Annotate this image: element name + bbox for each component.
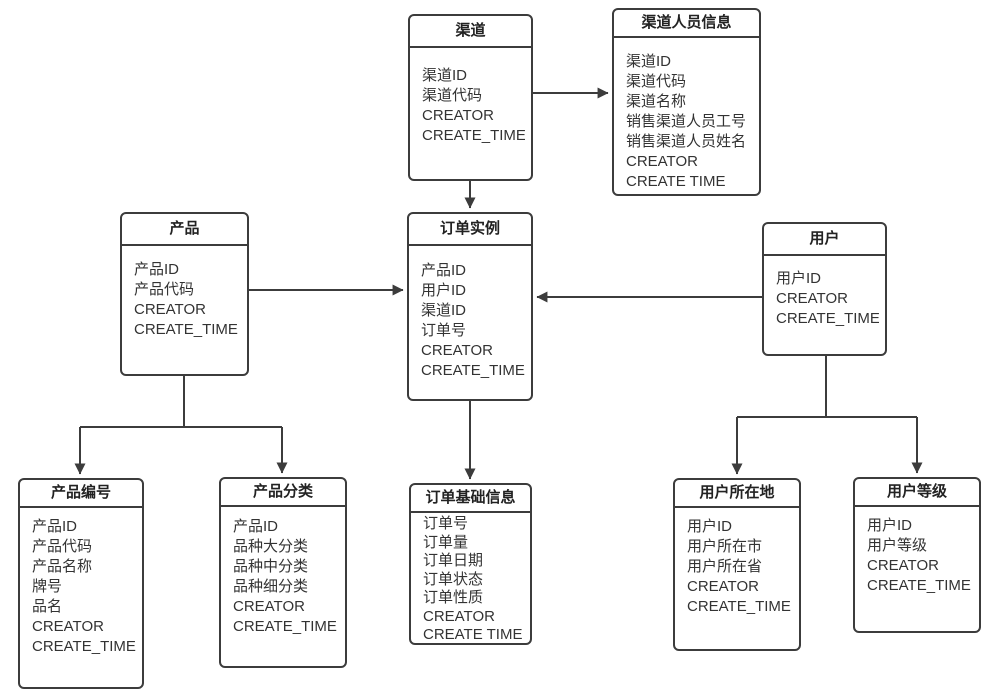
field-row: 产品ID xyxy=(32,518,78,535)
field-row: CREATOR xyxy=(867,557,939,574)
entity-order-basic-title: 订单基础信息 xyxy=(411,485,530,513)
field-row: 渠道代码 xyxy=(422,87,483,104)
field-row: 产品代码 xyxy=(32,538,93,555)
field-row: 订单状态 xyxy=(423,570,484,588)
field-row: CREATE_TIME xyxy=(867,577,971,594)
field-row: CREATE_TIME xyxy=(687,598,791,615)
field-row: CREATOR xyxy=(32,618,104,635)
entity-channel-staff-title: 渠道人员信息 xyxy=(614,10,759,38)
field-row: 品种中分类 xyxy=(233,558,309,575)
field-row: 订单日期 xyxy=(423,552,484,569)
field-row: 销售渠道人员姓名 xyxy=(626,133,747,150)
field-row: 用户等级 xyxy=(867,537,928,554)
field-row: 产品ID xyxy=(421,262,467,279)
entity-product-number[interactable]: 产品编号 产品ID 产品代码 产品名称 牌号 品名 CREATOR CREATE… xyxy=(18,478,144,689)
field-row: 品名 xyxy=(32,598,63,615)
field-row: CREATOR xyxy=(626,153,698,170)
entity-channel-staff[interactable]: 渠道人员信息 渠道ID 渠道代码 渠道名称 销售渠道人员工号 销售渠道人员姓名 … xyxy=(612,8,761,196)
field-row: 品种大分类 xyxy=(233,538,309,555)
entity-user-location-title: 用户所在地 xyxy=(675,480,799,508)
field-row: CREATOR xyxy=(134,301,206,318)
field-row: CREATOR xyxy=(233,598,305,615)
connector-product-branch-trunk xyxy=(80,376,282,428)
entity-user-title: 用户 xyxy=(764,224,885,256)
field-row: 用户ID xyxy=(867,517,913,534)
field-row: 订单性质 xyxy=(423,589,484,606)
field-row: CREATOR xyxy=(687,578,759,595)
field-row: 产品名称 xyxy=(32,558,93,575)
entity-user-level[interactable]: 用户等级 用户ID 用户等级 CREATOR CREATE_TIME xyxy=(853,477,981,633)
field-row: CREATE_TIME xyxy=(32,638,136,655)
field-row: 产品代码 xyxy=(134,281,195,298)
connector-user-branch-trunk xyxy=(737,356,917,418)
entity-channel-title: 渠道 xyxy=(410,16,531,48)
field-row: 渠道ID xyxy=(422,67,468,84)
entity-product-category[interactable]: 产品分类 产品ID 品种大分类 品种中分类 品种细分类 CREATOR CREA… xyxy=(219,477,347,668)
field-row: 渠道ID xyxy=(626,53,672,70)
entity-product[interactable]: 产品 产品ID 产品代码 CREATOR CREATE_TIME xyxy=(120,212,249,376)
entity-product-number-title: 产品编号 xyxy=(20,480,142,508)
field-row: CREATE_TIME xyxy=(776,310,879,327)
field-row: CREATE_TIME xyxy=(134,321,238,338)
field-row: 牌号 xyxy=(32,578,63,595)
field-row: 渠道名称 xyxy=(626,93,687,110)
field-row: CREATOR xyxy=(423,607,495,625)
field-row: 用户ID xyxy=(687,518,733,535)
field-row: 用户所在省 xyxy=(687,558,763,575)
entity-order-instance[interactable]: 订单实例 产品ID 用户ID 渠道ID 订单号 CREATOR CREATE_T… xyxy=(407,212,533,401)
field-row: CREATE TIME xyxy=(626,173,726,190)
field-row: 订单量 xyxy=(423,533,469,551)
entity-product-category-title: 产品分类 xyxy=(221,479,345,507)
field-row: 销售渠道人员工号 xyxy=(626,113,747,130)
entity-user-level-title: 用户等级 xyxy=(855,479,979,507)
field-row: CREATE_TIME xyxy=(233,618,337,635)
entity-user-location[interactable]: 用户所在地 用户ID 用户所在市 用户所在省 CREATOR CREATE_TI… xyxy=(673,478,801,651)
field-row: 订单号 xyxy=(423,515,469,532)
field-row: CREATE TIME xyxy=(423,626,523,643)
field-row: 用户ID xyxy=(776,270,822,287)
field-row: 品种细分类 xyxy=(233,578,309,595)
entity-order-basic[interactable]: 订单基础信息 订单号 订单量 订单日期 订单状态 订单性质 CREATOR CR… xyxy=(409,483,532,645)
field-row: 用户所在市 xyxy=(687,538,763,555)
field-row: CREATOR xyxy=(421,342,493,359)
entity-channel[interactable]: 渠道 渠道ID 渠道代码 CREATOR CREATE_TIME xyxy=(408,14,533,181)
entity-user[interactable]: 用户 用户ID CREATOR CREATE_TIME xyxy=(762,222,887,356)
field-row: 产品ID xyxy=(134,261,180,278)
entity-product-title: 产品 xyxy=(122,214,247,246)
field-row: 订单号 xyxy=(421,322,467,339)
field-row: CREATOR xyxy=(776,290,848,307)
field-row: 产品ID xyxy=(233,518,279,535)
field-row: CREATE_TIME xyxy=(422,127,525,144)
field-row: CREATOR xyxy=(422,107,494,124)
field-row: 渠道代码 xyxy=(626,73,687,90)
field-row: 渠道ID xyxy=(421,302,467,319)
field-row: 用户ID xyxy=(421,282,467,299)
entity-order-instance-title: 订单实例 xyxy=(409,214,531,246)
field-row: CREATE_TIME xyxy=(421,362,525,379)
